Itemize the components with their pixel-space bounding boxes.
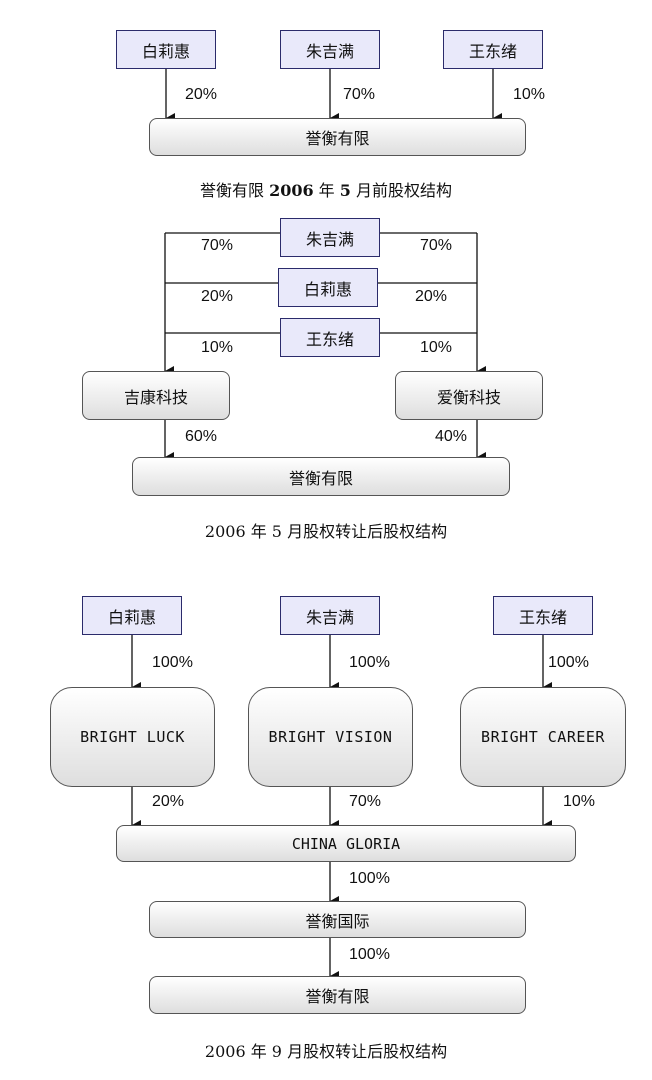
pct-bai: 20%	[185, 86, 218, 103]
company-jikang: 吉康科技	[82, 371, 230, 420]
pct-zhu-vision: 100%	[349, 654, 390, 671]
company-yuheng-youxian-1: 誉衡有限	[149, 118, 526, 156]
company-label: 誉衡有限	[288, 468, 353, 488]
company-label: 爱衡科技	[436, 387, 501, 407]
pct-zhu-right: 70%	[420, 237, 453, 254]
pct-bai-luck: 100%	[152, 654, 193, 671]
company-label: 誉衡有限	[305, 987, 370, 1006]
caption-year: 2006	[269, 181, 314, 200]
company-label: 誉衡有限	[305, 129, 370, 148]
person-bai-label: 白莉惠	[141, 41, 190, 61]
pct-wang: 10%	[513, 86, 546, 103]
pct-zhu-left: 70%	[201, 237, 234, 254]
caption-section3: 2006 年 9 月股权转让后股权结构	[204, 1042, 448, 1061]
person-wang-label: 王东绪	[305, 329, 354, 349]
pct-aiheng: 40%	[435, 428, 468, 445]
person-bai-box: 白莉惠	[116, 30, 216, 69]
caption-part: 年	[313, 181, 340, 200]
company-china-gloria: CHINA GLORIA	[116, 825, 576, 862]
person-wang-label: 王东绪	[518, 607, 567, 627]
company-bright-vision: BRIGHT VISION	[248, 687, 413, 787]
person-zhu-label: 朱吉满	[305, 607, 354, 627]
company-label: CHINA GLORIA	[291, 834, 401, 853]
pct-wang-career: 100%	[548, 654, 589, 671]
person-wang-label: 王东绪	[468, 41, 517, 61]
company-label: BRIGHT LUCK	[80, 728, 185, 746]
person-wang-box-3: 王东绪	[493, 596, 593, 635]
company-bright-career: BRIGHT CAREER	[460, 687, 626, 787]
company-yuheng-youxian-2: 誉衡有限	[132, 457, 510, 496]
pct-bai-right: 20%	[415, 288, 448, 305]
pct-guoji-youxian: 100%	[349, 946, 390, 963]
caption-part: 誉衡有限	[199, 181, 270, 200]
person-wang-box-2: 王东绪	[280, 318, 380, 357]
caption-part: 月前股权结构	[350, 181, 453, 200]
company-label: 吉康科技	[123, 387, 188, 407]
company-bright-luck: BRIGHT LUCK	[50, 687, 215, 787]
company-aiheng: 爱衡科技	[395, 371, 543, 420]
pct-career-gloria: 10%	[563, 793, 596, 810]
company-yuheng-guoji: 誉衡国际	[149, 901, 526, 938]
person-zhu-box-3: 朱吉满	[280, 596, 380, 635]
person-bai-box-3: 白莉惠	[82, 596, 182, 635]
pct-jikang: 60%	[185, 428, 218, 445]
person-wang-box: 王东绪	[443, 30, 543, 69]
pct-wang-left: 10%	[201, 339, 234, 356]
company-label: BRIGHT CAREER	[481, 728, 605, 746]
pct-zhu: 70%	[343, 86, 376, 103]
caption-section1: 誉衡有限 2006 年 5 月前股权结构	[0, 177, 652, 201]
pct-vision-gloria: 70%	[349, 793, 382, 810]
person-zhu-label: 朱吉满	[305, 41, 354, 61]
person-zhu-box-2: 朱吉满	[280, 218, 380, 257]
caption-month: 5	[339, 181, 351, 200]
person-bai-label: 白莉惠	[107, 607, 156, 627]
pct-gloria-guoji: 100%	[349, 870, 390, 887]
company-label: 誉衡国际	[305, 911, 370, 931]
caption-section2: 2006 年 5 月股权转让后股权结构	[204, 522, 448, 541]
person-bai-label: 白莉惠	[303, 279, 352, 299]
pct-wang-right: 10%	[420, 339, 453, 356]
company-label: BRIGHT VISION	[268, 728, 393, 746]
person-zhu-label: 朱吉满	[305, 229, 354, 249]
pct-bai-left: 20%	[201, 288, 234, 305]
person-bai-box-2: 白莉惠	[278, 268, 378, 307]
pct-luck-gloria: 20%	[152, 793, 185, 810]
company-yuheng-youxian-3: 誉衡有限	[149, 976, 526, 1014]
person-zhu-box: 朱吉满	[280, 30, 380, 69]
